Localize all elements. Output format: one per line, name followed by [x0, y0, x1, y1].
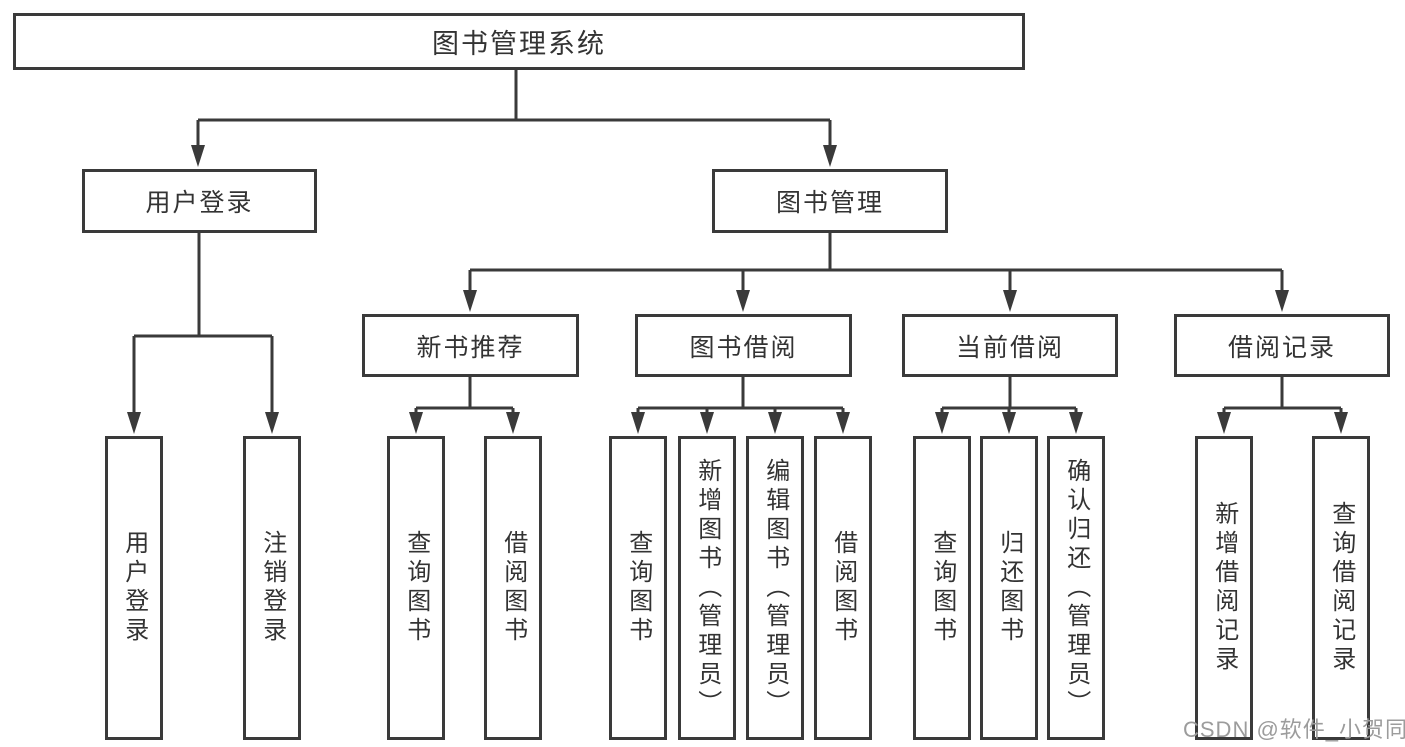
arrowheads-book-mgmt-to-level3 [463, 290, 1289, 312]
node-book-borrowing-label: 图书借阅 [689, 333, 798, 362]
leaf-borrow-books-label: 借阅图书 [829, 530, 857, 646]
node-new-book-recommend: 新书推荐 [362, 314, 579, 377]
node-new-book-recommend-label: 新书推荐 [416, 333, 525, 362]
node-borrowing-records: 借阅记录 [1174, 314, 1390, 377]
edge-user-login-to-leaves [132, 233, 274, 414]
leaf-recommend-borrow-books: 借阅图书 [484, 436, 542, 740]
node-current-borrowing-label: 当前借阅 [955, 333, 1064, 362]
node-borrowing-records-label: 借阅记录 [1227, 333, 1336, 362]
node-root: 图书管理系统 [13, 13, 1025, 70]
node-book-borrowing: 图书借阅 [635, 314, 852, 377]
leaf-confirm-return-admin: 确认归还（管理员） [1047, 436, 1105, 740]
leaf-logout: 注销登录 [243, 436, 301, 740]
leaf-logout-label: 注销登录 [258, 530, 286, 646]
leaf-recommend-query-books: 查询图书 [387, 436, 445, 740]
arrowheads-current-to-leaves [935, 412, 1083, 434]
node-user-login-label: 用户登录 [145, 189, 254, 217]
leaf-add-books-admin: 新增图书（管理员） [678, 436, 736, 740]
arrowheads-borrowing-to-leaves [631, 412, 850, 434]
node-root-label: 图书管理系统 [432, 29, 606, 59]
edge-root-to-level2 [196, 70, 832, 147]
leaf-confirm-return-admin-label: 确认归还（管理员） [1062, 457, 1090, 719]
arrowheads-records-to-leaves [1217, 412, 1348, 434]
leaf-edit-books-admin: 编辑图书（管理员） [746, 436, 804, 740]
edge-book-mgmt-to-level3 [468, 233, 1284, 292]
arrowheads-root-to-level2 [191, 145, 837, 167]
edge-borrowing-to-leaves [636, 377, 845, 414]
leaf-add-borrow-record: 新增借阅记录 [1195, 436, 1253, 740]
arrowheads-user-login-to-leaves [127, 412, 279, 434]
edge-new-books-to-leaves [414, 377, 515, 414]
leaf-borrowing-query-books: 查询图书 [609, 436, 667, 740]
leaf-query-borrow-record: 查询借阅记录 [1312, 436, 1370, 740]
leaf-borrowing-query-books-label: 查询图书 [624, 530, 652, 646]
node-user-login: 用户登录 [82, 169, 317, 233]
node-book-management-label: 图书管理 [775, 189, 884, 217]
leaf-add-borrow-record-label: 新增借阅记录 [1210, 501, 1238, 675]
leaf-recommend-borrow-books-label: 借阅图书 [499, 530, 527, 646]
edge-current-to-leaves [940, 377, 1078, 414]
edge-records-to-leaves [1222, 377, 1343, 414]
leaf-recommend-query-books-label: 查询图书 [402, 530, 430, 646]
leaf-borrow-books: 借阅图书 [814, 436, 872, 740]
arrowheads-new-books-to-leaves [409, 412, 520, 434]
csdn-watermark: CSDN @软件_小贺同学 [1183, 717, 1405, 742]
leaf-user-login: 用户登录 [105, 436, 163, 740]
leaf-current-query-books-label: 查询图书 [928, 530, 956, 646]
leaf-return-books: 归还图书 [980, 436, 1038, 740]
leaf-return-books-label: 归还图书 [995, 530, 1023, 646]
node-book-management: 图书管理 [712, 169, 948, 233]
leaf-query-borrow-record-label: 查询借阅记录 [1327, 501, 1355, 675]
leaf-edit-books-admin-label: 编辑图书（管理员） [761, 457, 789, 719]
leaf-user-login-label: 用户登录 [120, 530, 148, 646]
node-current-borrowing: 当前借阅 [902, 314, 1118, 377]
leaf-current-query-books: 查询图书 [913, 436, 971, 740]
leaf-add-books-admin-label: 新增图书（管理员） [693, 457, 721, 719]
